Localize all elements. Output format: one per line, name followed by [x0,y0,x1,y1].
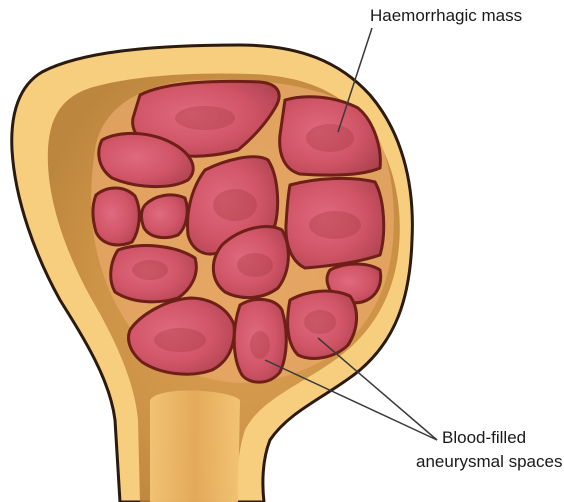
cyst-small-center [141,195,187,238]
label-haemorrhagic-mass: Haemorrhagic mass [370,6,522,26]
label-aneurysmal-spaces: aneurysmal spaces [416,452,562,472]
label-blood-filled: Blood-filled [442,428,526,448]
bone-shaft [150,391,240,502]
cyst-left-small [93,188,139,245]
